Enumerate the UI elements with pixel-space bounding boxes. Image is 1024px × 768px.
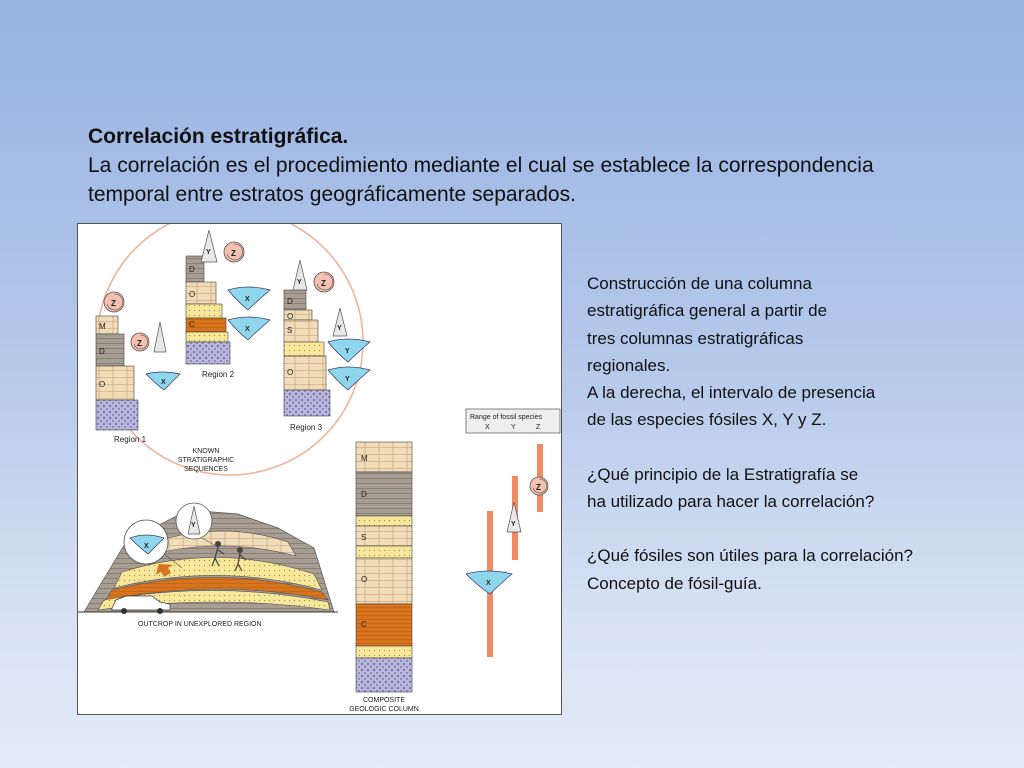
region2-column: D O C — [185, 255, 231, 365]
x-fossil-callout: X — [123, 519, 183, 569]
question-line: Concepto de fósil-guía. — [587, 573, 762, 593]
circle-label-line-1: KNOWN — [193, 448, 220, 455]
region2-label: Region 2 — [202, 370, 235, 379]
r1-layer-D: D — [99, 347, 105, 356]
slide-title: Correlación estratigráfica. — [88, 125, 349, 148]
side-text: Construcción de una columna estratigráfi… — [587, 270, 1007, 597]
comp-layer-S: S — [361, 533, 366, 542]
r2-fossil-y: Y — [206, 249, 211, 256]
outcrop-fossil-x: X — [144, 543, 149, 550]
r1-fossil-x: X — [161, 379, 166, 386]
r2-layer-D: D — [189, 265, 195, 274]
r3-layer-O1: O — [287, 312, 293, 321]
region3-fossils: Y Z Y Y Y — [292, 259, 371, 391]
correlation-figure: M D O Z Z X Region 1 — [77, 223, 562, 715]
region1-column: M D O — [95, 315, 139, 431]
side-line: A la derecha, el intervalo de presencia — [587, 383, 876, 403]
y-fossil-callout: Y — [175, 502, 217, 547]
title-block: Correlación estratigráfica. La correlaci… — [88, 122, 988, 209]
spacer — [587, 515, 1007, 542]
z-ammonite-icon: Z — [313, 271, 335, 293]
r1-fossil-z1: Z — [111, 299, 116, 308]
question-line: ha utilizado para hacer la correlación? — [587, 492, 875, 512]
x-brachiopod-icon: X — [465, 570, 513, 595]
composite-label-line-1: COMPOSITE — [363, 697, 405, 704]
r1-layer-O: O — [99, 380, 105, 389]
range-legend-x: X — [485, 424, 490, 431]
outcrop-scene: X Y — [78, 502, 338, 614]
side-line: regionales. — [587, 355, 671, 375]
side-line: estratigráfica general a partir de — [587, 301, 828, 321]
r2-fossil-z: Z — [231, 249, 236, 258]
r3-fossil-y1: Y — [297, 279, 302, 286]
region3-column: D O S O — [283, 289, 331, 417]
circle-label-line-2: STRATIGRAPHIC — [178, 457, 234, 464]
range-legend: Range of fossil species X Y Z — [465, 408, 561, 434]
range-fossil-x: X — [486, 580, 491, 587]
r1-layer-M: M — [99, 322, 106, 331]
region1-label: Region 1 — [114, 435, 147, 444]
correlation-diagram: M D O Z Z X Region 1 — [78, 224, 561, 713]
z-ammonite-icon: Z — [130, 332, 150, 352]
r3-fossil-y4: Y — [345, 376, 350, 383]
z-ammonite-icon: Z — [529, 476, 549, 496]
region3-label: Region 3 — [290, 423, 323, 432]
r3-fossil-y2: Y — [337, 325, 342, 332]
x-brachiopod-icon: X — [227, 316, 271, 341]
r2-layer-O: O — [189, 290, 195, 299]
range-legend-y: Y — [511, 424, 516, 431]
range-fossil-y: Y — [511, 521, 516, 528]
outcrop-fossil-y: Y — [191, 522, 196, 529]
y-gastropod-icon: Y — [332, 307, 348, 337]
side-line: de las especies fósiles X, Y y Z. — [587, 410, 827, 430]
y-gastropod-icon: Y — [200, 229, 218, 263]
r2-layer-C: C — [189, 320, 195, 329]
car-icon — [111, 595, 171, 614]
comp-layer-C: C — [361, 620, 367, 629]
x-brachiopod-icon: X — [145, 371, 181, 391]
r3-fossil-z: Z — [321, 279, 326, 288]
slide-body-line-1: La correlación es el procedimiento media… — [88, 154, 874, 177]
range-legend-z: Z — [536, 424, 541, 431]
r3-layer-S: S — [287, 326, 292, 335]
circle-label-line-3: SEQUENCES — [184, 466, 228, 473]
x-brachiopod-icon: X — [227, 286, 271, 311]
r1-fossil-z2: Z — [137, 339, 142, 348]
comp-layer-O: O — [361, 575, 367, 584]
r2-fossil-x2: X — [245, 326, 250, 333]
y-gastropod-icon: Y — [292, 259, 308, 291]
composite-column: M D S O C — [355, 441, 413, 693]
composite-label-line-2: GEOLOGIC COLUMN — [349, 706, 419, 713]
comp-layer-D: D — [361, 490, 367, 499]
y-gastropod-icon — [153, 321, 167, 353]
y-brachiopod-icon: Y — [327, 366, 371, 391]
question-line: ¿Qué principio de la Estratigrafía se — [587, 464, 859, 484]
region1-fossils: Z Z X — [103, 291, 181, 391]
question-line: ¿Qué fósiles son útiles para la correlac… — [587, 546, 913, 566]
arrow-icon — [155, 563, 174, 578]
range-fossil-z: Z — [536, 483, 541, 492]
r3-layer-D: D — [287, 297, 293, 306]
z-ammonite-icon: Z — [223, 241, 245, 263]
comp-layer-M: M — [361, 454, 368, 463]
r3-fossil-y3: Y — [345, 348, 350, 355]
slide-body-line-2: temporal entre estratos geográficamente … — [88, 183, 576, 206]
y-gastropod-icon: Y — [506, 501, 522, 533]
side-line: Construcción de una columna — [587, 274, 812, 293]
range-legend-title: Range of fossil species — [470, 414, 542, 421]
geologist-figure-icon — [211, 541, 247, 572]
z-ammonite-icon: Z — [103, 291, 125, 313]
y-brachiopod-icon: Y — [327, 338, 371, 363]
outcrop-label: OUTCROP IN UNEXPLORED REGION — [138, 621, 262, 628]
r3-layer-O2: O — [287, 368, 293, 377]
region2-fossils: Y Z X X — [200, 229, 271, 341]
side-line: tres columnas estratigráficas — [587, 328, 804, 348]
spacer — [587, 434, 1007, 461]
r2-fossil-x1: X — [245, 296, 250, 303]
